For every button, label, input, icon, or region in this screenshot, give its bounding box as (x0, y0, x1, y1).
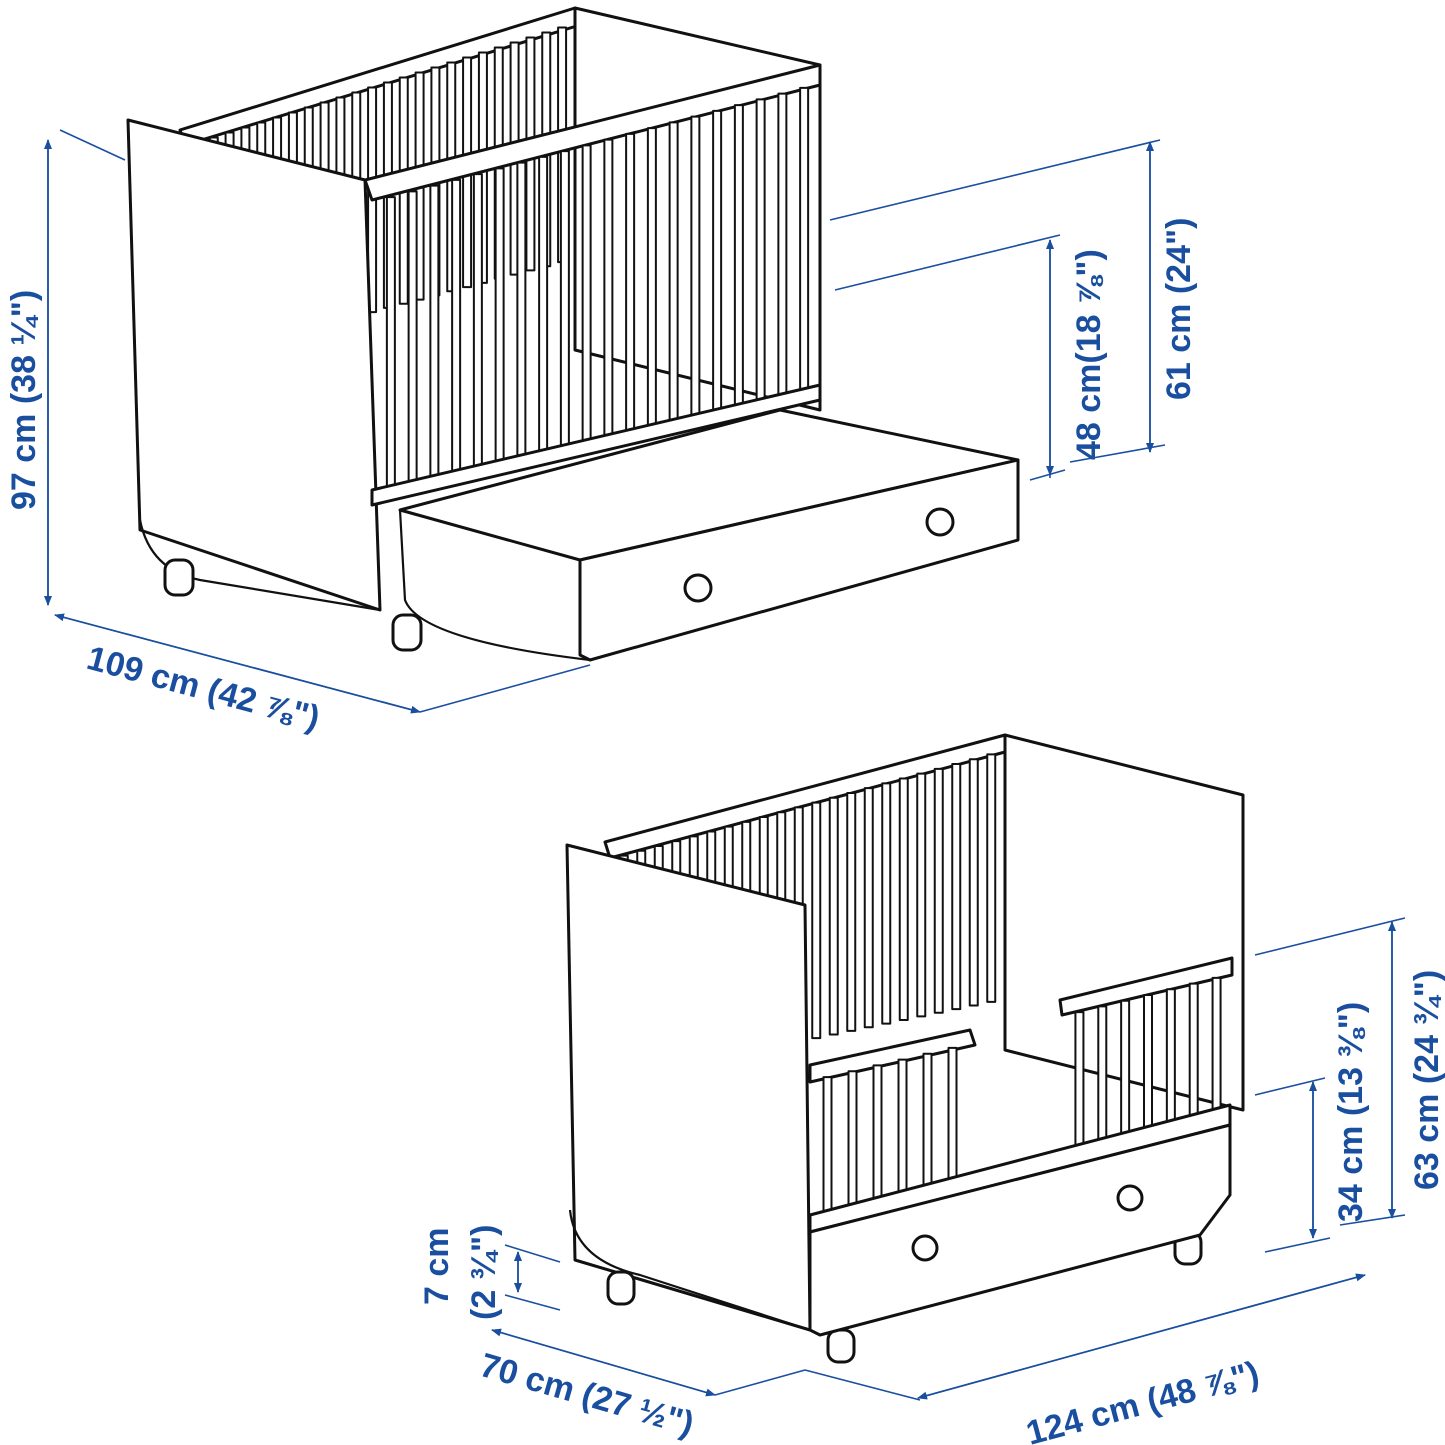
leg (391, 613, 423, 652)
slat (1143, 994, 1153, 1144)
slat (668, 121, 679, 431)
back-rail (178, 6, 582, 147)
drawer-front (808, 1123, 1232, 1337)
bottom-rail (370, 383, 822, 507)
slat (811, 801, 822, 1040)
front-rail (363, 63, 822, 202)
slat (538, 155, 549, 462)
slat (494, 167, 505, 473)
dim-label-61cm: 61 cm (24") (1160, 218, 1198, 400)
slat (385, 196, 396, 499)
slat (986, 753, 997, 1003)
dimension-rail-height: 61 cm (24") (829, 139, 1198, 463)
slat (863, 787, 874, 1029)
dimension-length: 109 cm (42 ⅞") (54, 613, 591, 738)
slat (922, 1052, 933, 1190)
slat (777, 92, 788, 404)
leg (163, 558, 195, 597)
slat (407, 190, 418, 494)
dim-label-63cm: 63 cm (24 ¾") (1408, 970, 1445, 1190)
slat (1188, 982, 1199, 1128)
drawer-knob (911, 1234, 939, 1262)
slat (898, 777, 909, 1021)
right-end-panel (1003, 733, 1245, 1112)
slat (712, 109, 723, 420)
dim-label-124cm: 124 cm (48 ⅞") (1022, 1354, 1263, 1445)
slat (846, 791, 857, 1032)
slat (916, 772, 927, 1018)
slat (755, 98, 766, 410)
drawer-knob (1116, 1184, 1144, 1212)
dimension-total-height: 63 cm (24 ¾") (1254, 917, 1445, 1226)
dim-label-34cm: 34 cm (13 ⅜") (1332, 1002, 1370, 1222)
slat (799, 86, 810, 399)
dimension-width: 70 cm (27 ½") (476, 1328, 806, 1443)
slat (897, 1058, 908, 1196)
leg (826, 1328, 856, 1364)
dimension-mattress-height: 48 cm(18 ⅞") (834, 234, 1108, 481)
slat (1097, 1005, 1108, 1160)
guard-rail-left (808, 1028, 977, 1084)
drawer-knob (925, 507, 955, 537)
dim-label-2-3-4in: (2 ¾") (465, 1225, 503, 1320)
dimension-leg-height: 7 cm (2 ¾") (418, 1225, 561, 1320)
slat (1120, 999, 1131, 1152)
slat (451, 178, 462, 483)
toddler-bed-drawing (565, 733, 1245, 1364)
slat (1211, 976, 1222, 1120)
dim-label-48cm: 48 cm(18 ⅞") (1070, 249, 1108, 460)
slat (947, 1046, 958, 1184)
slat (559, 150, 570, 457)
slat (1165, 988, 1176, 1136)
slat (847, 1070, 858, 1208)
drawer-front (578, 458, 1020, 662)
dim-label-7cm: 7 cm (418, 1228, 456, 1306)
slat (822, 1076, 833, 1214)
slat (581, 144, 592, 452)
slat (968, 758, 979, 1007)
drawer-knob (683, 573, 713, 603)
front-slats (385, 86, 810, 499)
dim-label-97cm: 97 cm (38 ¼") (5, 290, 43, 510)
slat (933, 767, 944, 1014)
slat (603, 138, 614, 446)
slat (472, 173, 483, 478)
slat (646, 127, 657, 436)
left-end-panel (565, 843, 812, 1332)
slat (872, 1064, 883, 1202)
left-end-panel (126, 118, 382, 612)
dim-label-70cm: 70 cm (27 ½") (476, 1346, 698, 1443)
dimension-height-total: 97 cm (38 ¼") (5, 129, 126, 606)
dimension-mattress-height: 34 cm (13 ⅜") (1254, 1002, 1370, 1253)
slat (733, 104, 744, 415)
back-rail (603, 733, 1007, 860)
left-panel-curve (138, 519, 381, 612)
leg (606, 1270, 636, 1306)
slat (951, 763, 962, 1011)
crib-drawing (126, 6, 1020, 662)
slat (881, 782, 892, 1025)
slat (690, 115, 701, 425)
slat (516, 161, 527, 467)
slat (429, 184, 440, 488)
guard-rail-right (1058, 956, 1234, 1017)
slat (625, 132, 636, 441)
slat (828, 796, 839, 1036)
